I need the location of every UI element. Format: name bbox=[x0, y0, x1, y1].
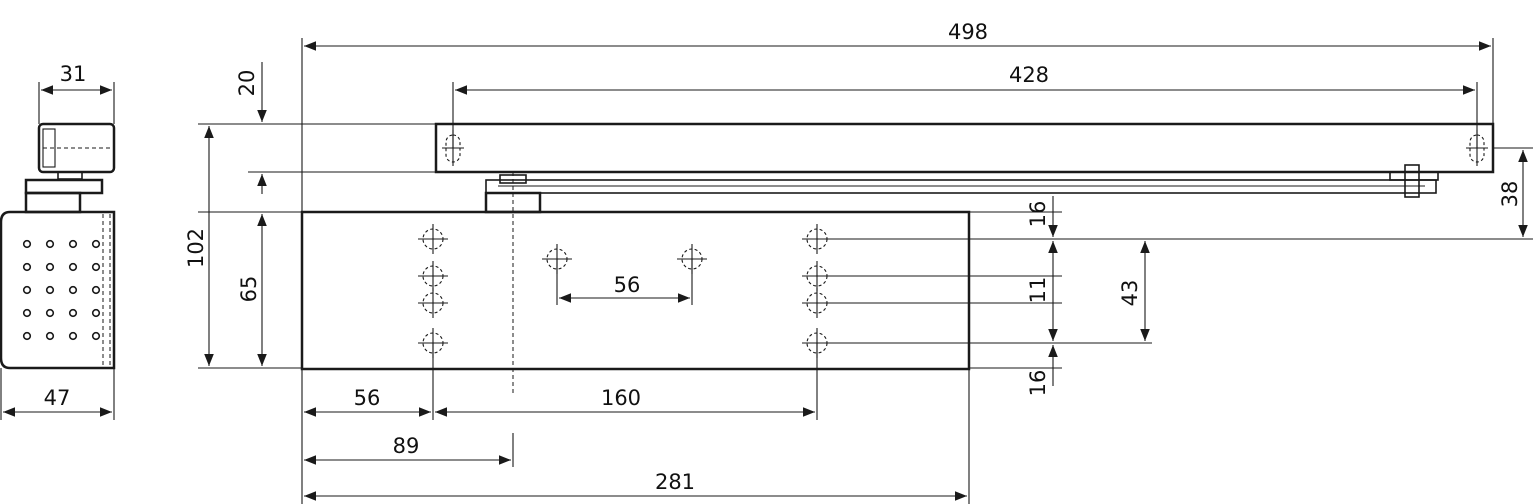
dim-hole-edge-top: 16 bbox=[1026, 201, 1050, 228]
dim-center-hole-spacing: 56 bbox=[614, 273, 641, 297]
side-body bbox=[0, 210, 116, 370]
mounting-hole bbox=[418, 224, 448, 254]
side-dot bbox=[91, 285, 101, 295]
dim-hole-group-spacing: 160 bbox=[601, 386, 641, 410]
side-dot bbox=[68, 262, 78, 272]
guide-rail bbox=[485, 179, 1437, 194]
dim-total-arm-length: 498 bbox=[948, 20, 988, 44]
dim-left-hole-offset: 56 bbox=[354, 386, 381, 410]
side-dot bbox=[22, 285, 32, 295]
dim-side-top-width: 31 bbox=[60, 62, 87, 86]
closer-body bbox=[300, 210, 971, 371]
side-mount-plate bbox=[24, 178, 104, 195]
side-dot bbox=[91, 262, 101, 272]
front-view bbox=[300, 122, 1495, 395]
mounting-hole bbox=[418, 261, 448, 291]
dim-axle-offset: 89 bbox=[393, 434, 420, 458]
side-dot bbox=[68, 308, 78, 318]
side-dot bbox=[22, 239, 32, 249]
side-dot bbox=[68, 285, 78, 295]
side-dot bbox=[45, 331, 55, 341]
dim-hole-outer-spacing: 43 bbox=[1118, 280, 1142, 307]
side-dot bbox=[91, 308, 101, 318]
slide-block bbox=[1389, 171, 1439, 181]
side-dot bbox=[45, 239, 55, 249]
dim-body-height: 65 bbox=[237, 276, 261, 303]
dim-arm-hole-spacing: 428 bbox=[1009, 63, 1049, 87]
side-dot bbox=[22, 308, 32, 318]
arm-rail bbox=[434, 122, 1495, 174]
dim-total-height: 102 bbox=[184, 228, 208, 268]
side-dot bbox=[45, 262, 55, 272]
dim-arm-right-height: 38 bbox=[1498, 181, 1522, 208]
side-dot bbox=[91, 239, 101, 249]
side-dot bbox=[22, 262, 32, 272]
side-dot bbox=[68, 331, 78, 341]
side-dot bbox=[68, 239, 78, 249]
arm-holes bbox=[442, 130, 1488, 166]
side-dot bbox=[22, 331, 32, 341]
side-view: 31 47 bbox=[0, 62, 116, 420]
side-dot-pattern bbox=[22, 239, 101, 341]
front-dimensions: 498 428 20 102 65 38 bbox=[184, 20, 1533, 504]
side-dot bbox=[45, 308, 55, 318]
dim-hole-edge-bottom: 16 bbox=[1026, 370, 1050, 397]
mounting-hole bbox=[418, 288, 448, 318]
dim-body-length: 281 bbox=[655, 470, 695, 494]
slide-pin bbox=[1404, 164, 1420, 198]
dim-hole-row-spacing: 11 bbox=[1026, 277, 1050, 304]
side-mount-block bbox=[24, 191, 82, 214]
side-dot bbox=[91, 331, 101, 341]
dim-arm-offset-height: 20 bbox=[235, 70, 259, 97]
dim-side-bottom-width: 47 bbox=[44, 386, 71, 410]
side-dot bbox=[45, 285, 55, 295]
